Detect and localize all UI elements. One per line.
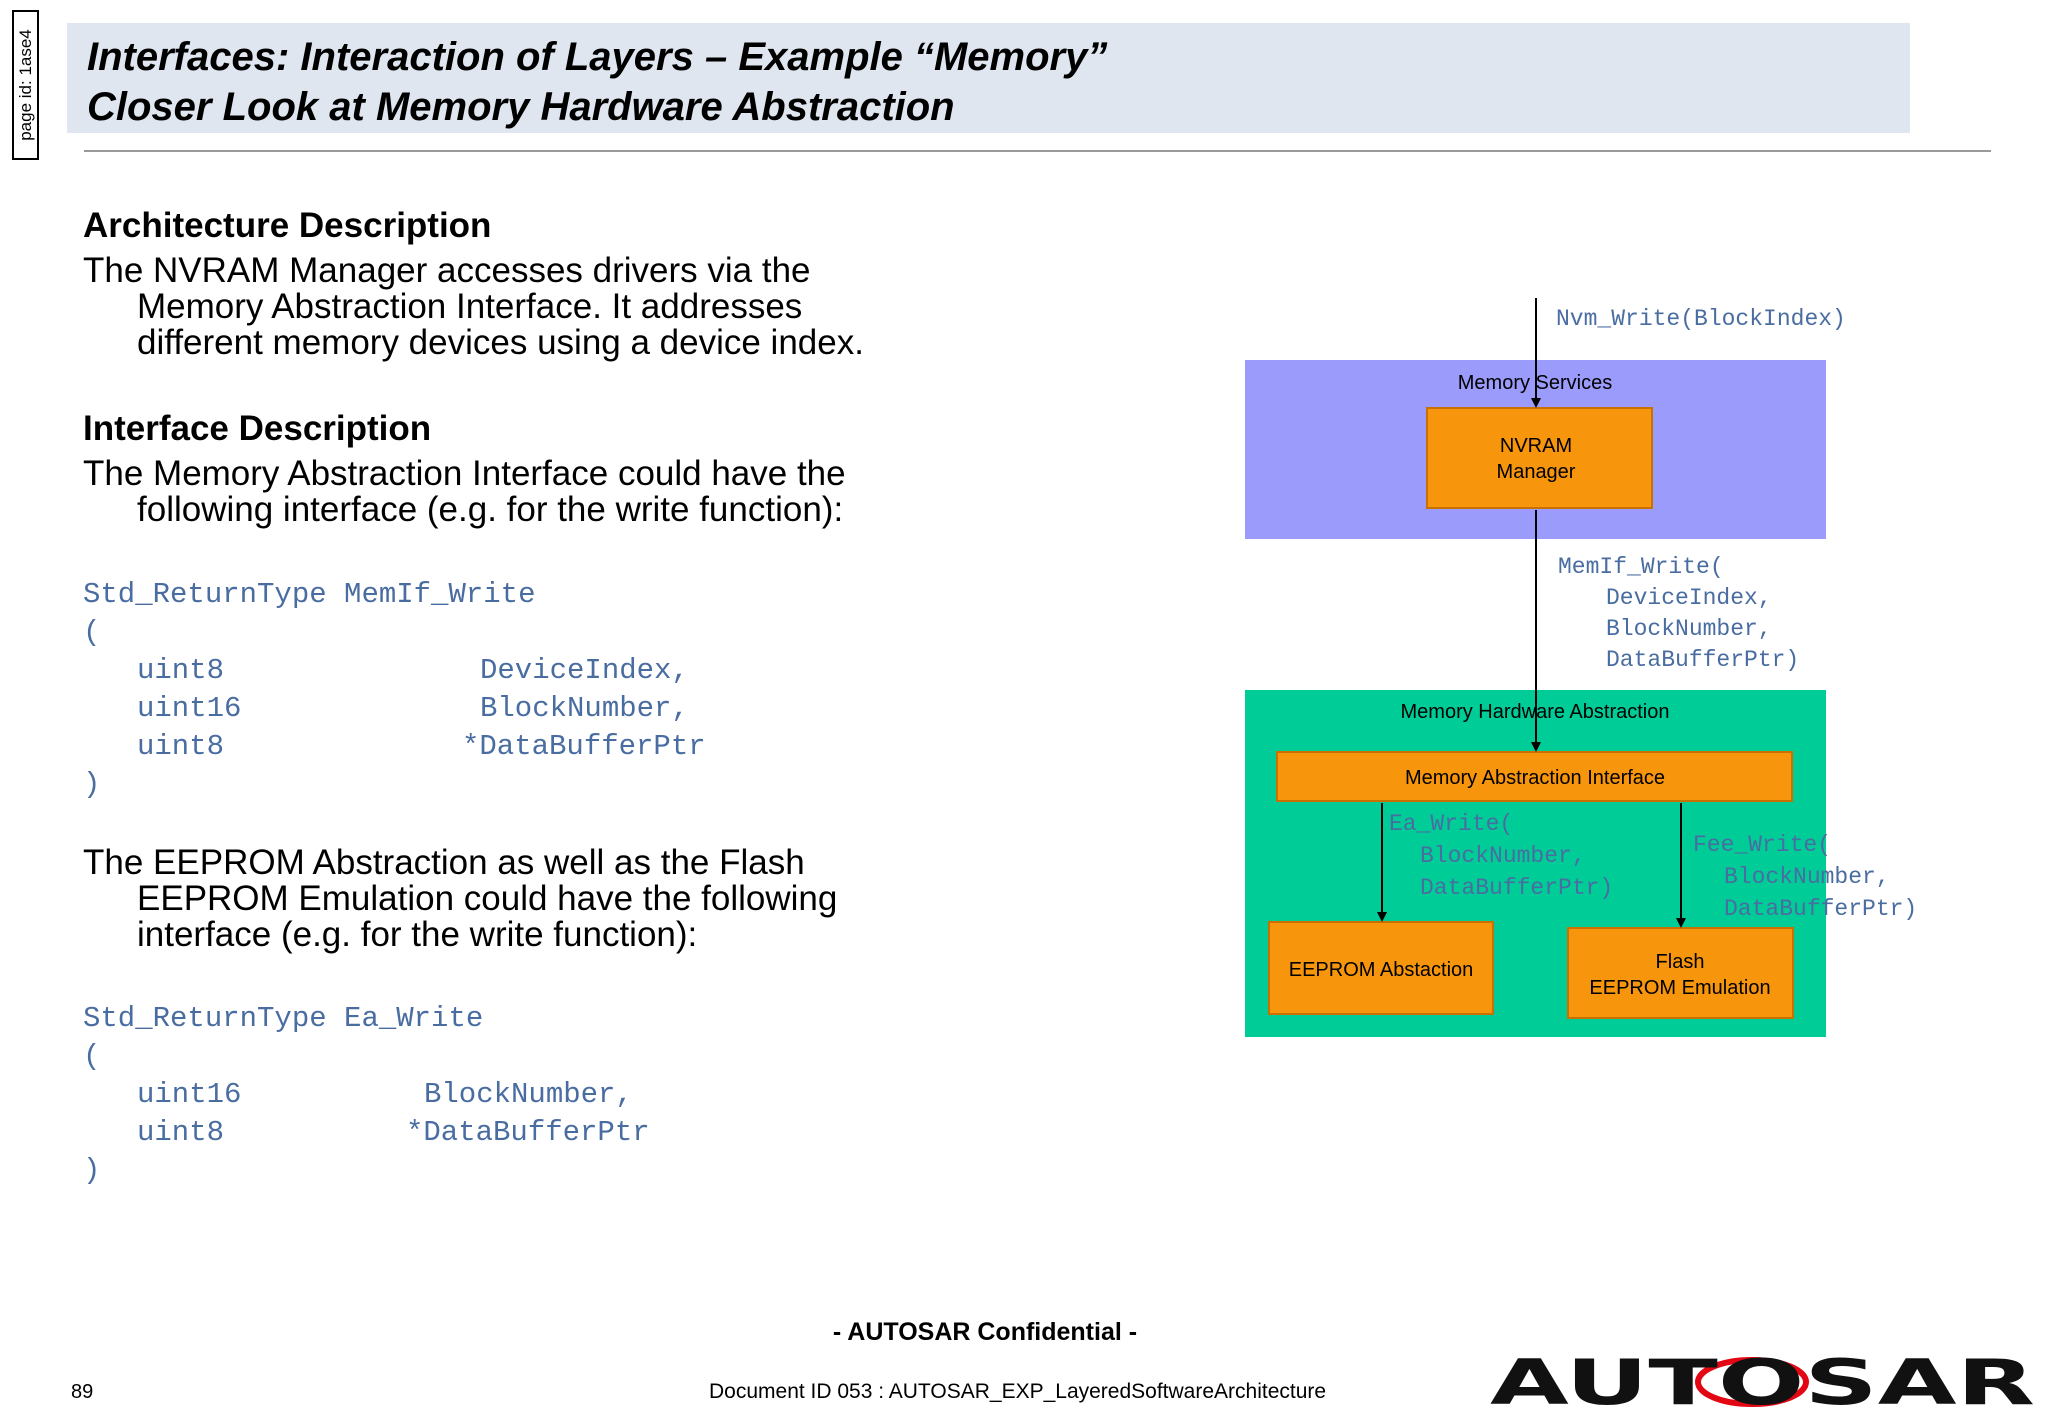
page-title: Interfaces: Interaction of Layers – Exam… [87, 35, 1108, 79]
ea-close-paren: ) [83, 1154, 101, 1187]
page-id-box: page id: 1ase4 [12, 10, 39, 160]
architecture-line-1: The NVRAM Manager accesses drivers via t… [83, 251, 811, 290]
architecture-paragraph: The NVRAM Manager accesses drivers via t… [83, 253, 864, 361]
interface-line-2: following interface (e.g. for the write … [137, 490, 844, 529]
interface-line-1: The Memory Abstraction Interface could h… [83, 454, 846, 493]
ea-param-type: uint8 [137, 1116, 225, 1149]
ea-call-line-1: Ea_Write( [1389, 811, 1513, 837]
eeprom-box-label: EEPROM Abstaction [1289, 959, 1474, 981]
fee-call-line-1: Fee_Write( [1693, 832, 1831, 858]
memif-param-type: uint8 [137, 654, 225, 687]
memif-param-name: *DataBufferPtr [462, 730, 706, 763]
flash-eeprom-emulation-box [1567, 927, 1794, 1019]
ea-signature: Std_ReturnType Ea_Write [83, 1002, 484, 1035]
mai-box-label: Memory Abstraction Interface [1405, 767, 1665, 789]
nvram-label-line-2: Manager [1497, 461, 1576, 483]
ea-param-name: BlockNumber, [424, 1078, 633, 1111]
confidential-notice: - AUTOSAR Confidential - [832, 1318, 1138, 1346]
nvram-label-line-1: NVRAM [1500, 435, 1572, 457]
eeprom-line-2: EEPROM Emulation could have the followin… [137, 879, 838, 918]
page-number: 89 [71, 1381, 94, 1403]
architecture-heading: Architecture Description [83, 206, 492, 245]
memif-call-line-2: DeviceIndex, [1606, 585, 1772, 611]
ea-param-name: *DataBufferPtr [406, 1116, 650, 1149]
eeprom-line-1: The EEPROM Abstraction as well as the Fl… [83, 843, 805, 882]
nvm-write-call: Nvm_Write(BlockIndex) [1556, 306, 1846, 332]
eeprom-line-3: interface (e.g. for the write function): [137, 915, 698, 954]
header-divider [84, 150, 1991, 152]
page-subtitle: Closer Look at Memory Hardware Abstracti… [87, 85, 955, 129]
ea-open-paren: ( [83, 1040, 101, 1073]
architecture-line-3: different memory devices using a device … [137, 323, 864, 362]
memif-call-line-1: MemIf_Write( [1558, 554, 1724, 580]
flash-label-line-2: EEPROM Emulation [1589, 977, 1770, 999]
memif-call-line-3: BlockNumber, [1606, 616, 1772, 642]
memif-call-line-4: DataBufferPtr) [1606, 647, 1799, 673]
interface-paragraph: The Memory Abstraction Interface could h… [83, 456, 846, 528]
architecture-line-2: Memory Abstraction Interface. It address… [137, 287, 803, 326]
memory-abstraction-interface-box [1276, 751, 1793, 802]
memif-signature: Std_ReturnType MemIf_Write [83, 578, 536, 611]
autosar-logo: AUTOSAR [1490, 1352, 2035, 1410]
logo-wordmark: AUTOSAR [1490, 1352, 2035, 1410]
memif-open-paren: ( [83, 616, 101, 649]
interface-heading: Interface Description [83, 409, 432, 448]
eeprom-abstraction-box [1268, 921, 1494, 1015]
fee-call-line-2: BlockNumber, [1724, 864, 1890, 890]
title-band [67, 23, 1910, 133]
fee-call-line-3: DataBufferPtr) [1724, 896, 1917, 922]
ea-call-line-3: DataBufferPtr) [1420, 875, 1613, 901]
memif-close-paren: ) [83, 768, 101, 801]
flash-label-line-1: Flash [1656, 951, 1705, 973]
ea-param-type: uint16 [137, 1078, 242, 1111]
nvram-manager-box [1426, 407, 1653, 509]
memif-param-type: uint8 [137, 730, 225, 763]
memif-param-name: DeviceIndex, [480, 654, 689, 687]
eeprom-paragraph: The EEPROM Abstraction as well as the Fl… [83, 845, 837, 953]
logo-swoosh [1695, 1357, 1809, 1407]
memif-param-type: uint16 [137, 692, 242, 725]
document-id: Document ID 053 : AUTOSAR_EXP_LayeredSof… [709, 1380, 1327, 1403]
ea-call-line-2: BlockNumber, [1420, 843, 1586, 869]
memif-param-name: BlockNumber, [480, 692, 689, 725]
